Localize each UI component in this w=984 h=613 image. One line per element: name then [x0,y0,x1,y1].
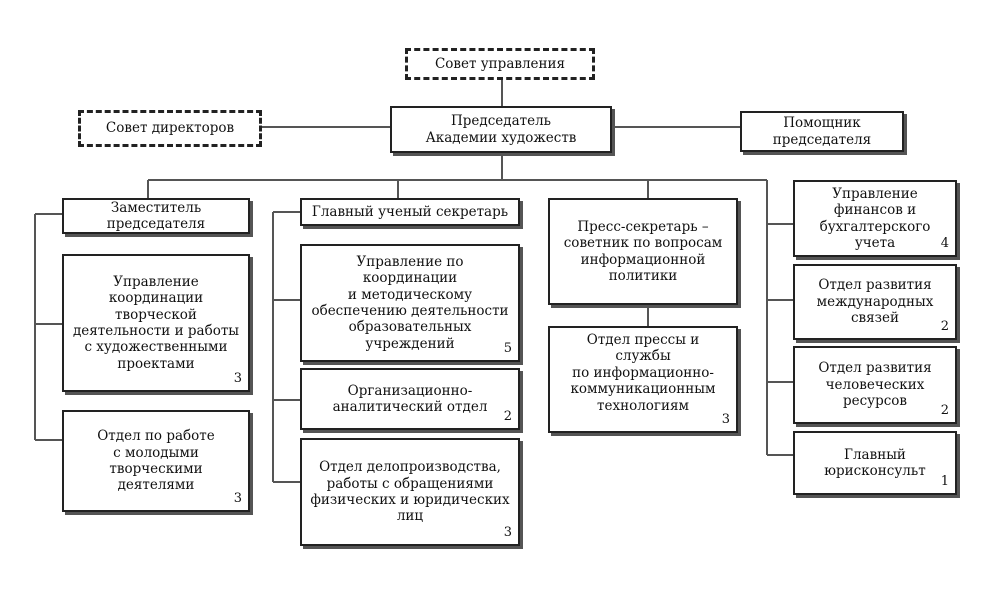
assistant-label: Помощник председателя [772,115,872,148]
finance-staff-count: 4 [940,236,949,252]
deputy-chairman-box: Заместитель председателя [62,198,250,234]
press-secretary-label: Пресс-секретарь – советник по вопросам и… [563,218,723,284]
council-of-directors-box: Совет директоров [78,110,262,147]
finance-box: Управление финансов и бухгалтерского уче… [793,180,957,257]
education-coordination-label: Управление по координации и методическом… [311,253,509,352]
international-relations-box: Отдел развития международных связей 2 [793,264,957,340]
analytics-department-label: Организационно- аналитический отдел [332,382,488,415]
press-department-label: Отдел прессы и службы по информационно- … [570,332,716,414]
creative-coordination-box: Управление координации творческой деятел… [62,254,250,392]
international-relations-staff-count: 2 [940,319,949,335]
human-resources-staff-count: 2 [940,403,949,419]
education-coordination-staff-count: 5 [503,341,512,357]
records-department-box: Отдел делопроизводства, работы с обращен… [300,438,520,546]
analytics-department-box: Организационно- аналитический отдел 2 [300,368,520,430]
human-resources-box: Отдел развития человеческих ресурсов 2 [793,346,957,424]
finance-label: Управление финансов и бухгалтерского уче… [819,185,931,251]
education-coordination-box: Управление по координации и методическом… [300,244,520,362]
chief-legal-counsel-staff-count: 1 [940,474,949,490]
analytics-department-staff-count: 2 [503,409,512,425]
council-of-management-label: Совет управления [434,55,566,72]
young-creators-staff-count: 3 [233,491,242,507]
chief-legal-counsel-box: Главный юрисконсульт 1 [793,431,957,495]
young-creators-box: Отдел по работе с молодыми творческими д… [62,410,250,512]
council-of-management-box: Совет управления [405,48,595,80]
creative-coordination-label: Управление координации творческой деятел… [72,273,240,372]
assistant-box: Помощник председателя [740,111,904,152]
chairman-label: Председатель Академии художеств [425,113,577,146]
chief-secretary-box: Главный ученый секретарь [300,198,520,226]
press-secretary-box: Пресс-секретарь – советник по вопросам и… [548,198,738,305]
council-of-directors-label: Совет директоров [105,120,235,137]
human-resources-label: Отдел развития человеческих ресурсов [818,360,932,410]
young-creators-label: Отдел по работе с молодыми творческими д… [97,428,215,494]
creative-coordination-staff-count: 3 [233,371,242,387]
press-department-staff-count: 3 [721,412,730,428]
records-department-staff-count: 3 [503,525,512,541]
chairman-box: Председатель Академии художеств [390,106,612,153]
international-relations-label: Отдел развития международных связей [816,277,934,327]
chief-secretary-label: Главный ученый секретарь [311,203,509,220]
chief-legal-counsel-label: Главный юрисконсульт [824,446,926,479]
deputy-chairman-label: Заместитель председателя [106,199,206,232]
press-department-box: Отдел прессы и службы по информационно- … [548,326,738,433]
records-department-label: Отдел делопроизводства, работы с обращен… [310,459,510,525]
